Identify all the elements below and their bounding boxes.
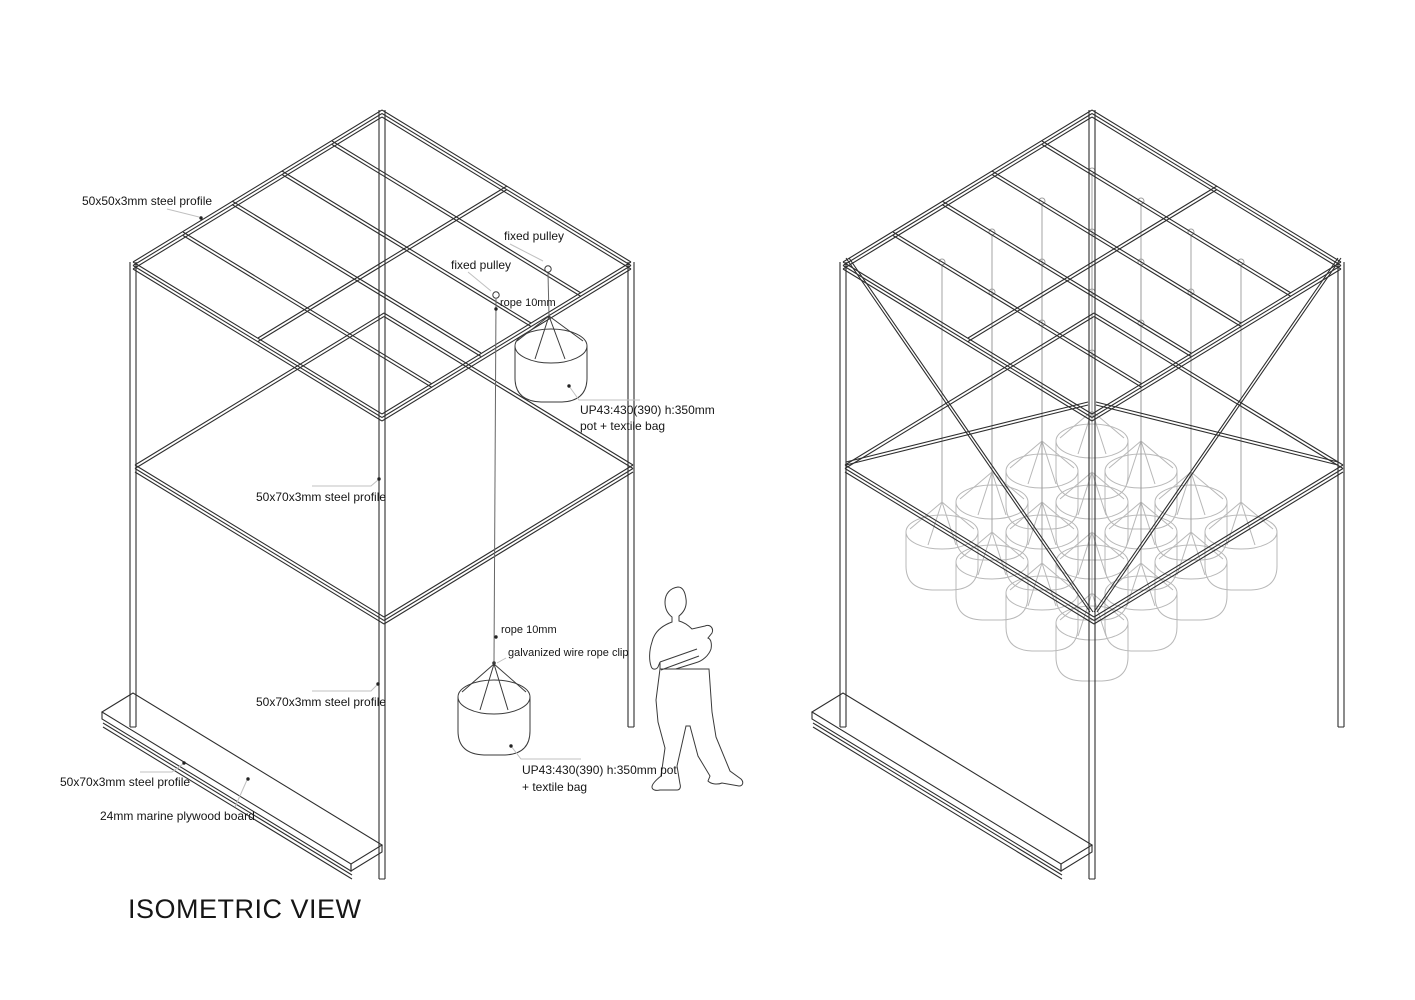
label-pot-lower-1: UP43:430(390) h:350mm pot bbox=[522, 763, 677, 777]
pot-lower bbox=[457, 661, 531, 756]
label-pot-upper-1: UP43:430(390) h:350mm bbox=[580, 403, 715, 417]
rope-lower bbox=[493, 298, 497, 663]
label-steel-profile-mid: 50x70x3mm steel profile bbox=[256, 490, 386, 504]
leader-dots bbox=[182, 216, 571, 781]
leader-lines bbox=[140, 208, 640, 808]
fixed-pulleys bbox=[492, 265, 552, 299]
right-structure bbox=[812, 110, 1344, 879]
label-pot-lower-2: + textile bag bbox=[522, 780, 587, 794]
annotations: 50x50x3mm steel profile fixed pulley fix… bbox=[60, 194, 715, 823]
label-fixed-pulley-upper: fixed pulley bbox=[504, 229, 564, 243]
label-steel-profile-lower: 50x70x3mm steel profile bbox=[256, 695, 386, 709]
pot-grid bbox=[905, 167, 1278, 682]
label-steel-profile-shelf: 50x70x3mm steel profile bbox=[60, 775, 190, 789]
label-rope-upper: rope 10mm bbox=[500, 297, 556, 309]
pulley-icon bbox=[544, 265, 552, 273]
diagonal-braces bbox=[845, 257, 1342, 613]
human-figure bbox=[649, 586, 744, 791]
label-rope-clip: galvanized wire rope clip bbox=[508, 647, 628, 659]
left-structure: 50x50x3mm steel profile fixed pulley fix… bbox=[60, 110, 744, 879]
rope-upper bbox=[547, 272, 550, 317]
label-steel-profile-roof: 50x50x3mm steel profile bbox=[82, 194, 212, 208]
ropes bbox=[493, 272, 550, 663]
label-plywood-board: 24mm marine plywood board bbox=[100, 809, 255, 823]
label-pot-upper-2: pot + textile bag bbox=[580, 419, 665, 433]
label-fixed-pulley-lower: fixed pulley bbox=[451, 258, 511, 272]
wire-rope-clip bbox=[492, 661, 496, 665]
pulley-icon bbox=[492, 291, 500, 299]
label-rope-lower: rope 10mm bbox=[501, 624, 557, 636]
drawing-title: ISOMETRIC VIEW bbox=[128, 894, 362, 924]
pot-upper bbox=[514, 315, 588, 403]
